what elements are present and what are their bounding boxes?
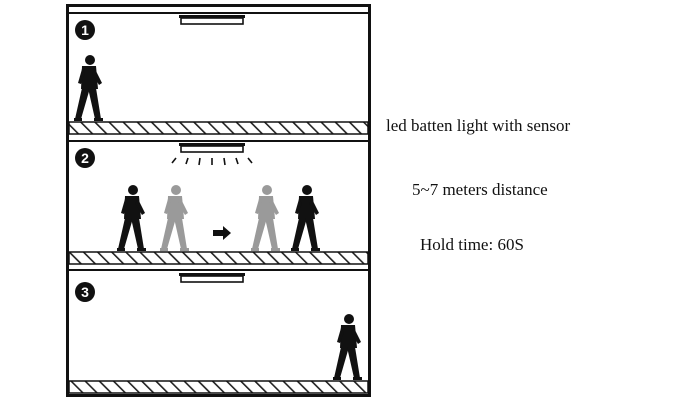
floor-hatch <box>68 251 369 265</box>
step-number: 3 <box>81 284 89 300</box>
step-badge-3 <box>75 282 95 302</box>
panel-3: 3 <box>67 269 370 394</box>
lamp-off-icon <box>178 272 246 283</box>
lamp-off-icon <box>178 14 246 25</box>
lamp-on-icon <box>178 142 246 153</box>
panel-2: 2 <box>67 140 370 265</box>
floor-hatch <box>68 121 369 135</box>
step-number: 2 <box>81 150 89 166</box>
panel-1: 1 <box>67 12 370 135</box>
arrow-right-icon <box>213 226 231 240</box>
diagram-frame <box>66 4 371 397</box>
distance-caption: 5~7 meters distance <box>412 180 548 199</box>
step-number: 1 <box>81 22 89 38</box>
light-rays-icon <box>171 157 253 166</box>
floor-hatch <box>68 380 369 394</box>
product-caption: led batten light with sensor <box>386 116 571 135</box>
step-badge-1 <box>75 20 95 40</box>
hold-time-caption: Hold time: 60S <box>420 235 524 254</box>
step-badge-2 <box>75 148 95 168</box>
